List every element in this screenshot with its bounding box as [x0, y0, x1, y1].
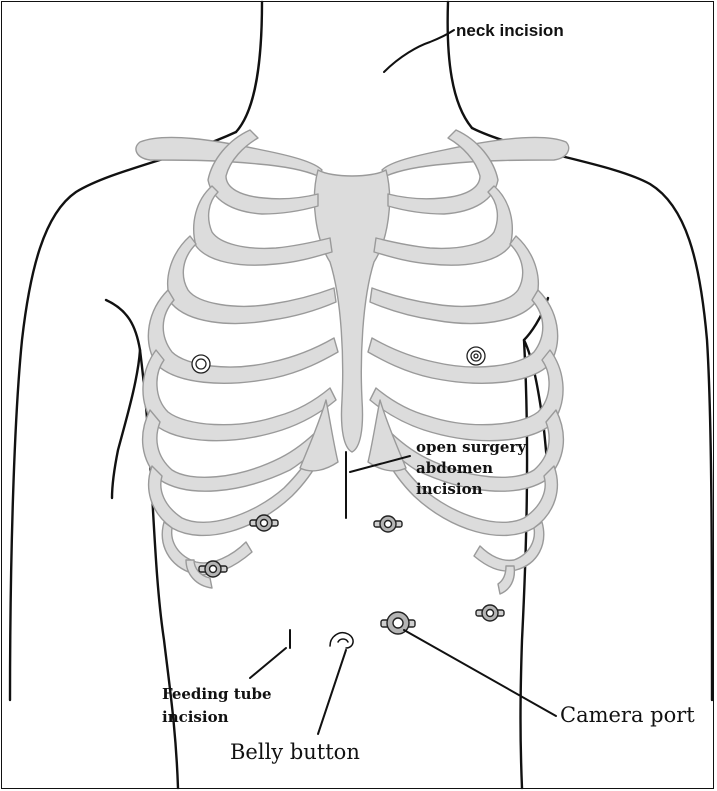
open-surgery-label-line-1: open surgery [416, 437, 526, 458]
belly-button-leader [318, 650, 346, 734]
neck-incision-leader [384, 30, 454, 72]
belly-button-label: Belly button [230, 740, 360, 764]
belly-button-icon [330, 633, 353, 648]
port-upper-right-icon [374, 516, 402, 532]
feeding-tube-label-line-1: Feeding tube [162, 683, 272, 706]
neck-incision-label: neck incision [456, 21, 564, 41]
camera-port-leader [404, 630, 556, 716]
left-chest-port-icon [192, 355, 210, 373]
right-chest-port-icon [467, 347, 485, 365]
laparoscopic-ports [199, 515, 504, 634]
open-surgery-label: open surgery abdomen incision [416, 437, 526, 500]
feeding-tube-label-line-2: incision [162, 706, 272, 729]
camera-port-icon [381, 612, 415, 634]
feeding-tube-label: Feeding tube incision [162, 683, 272, 729]
open-surgery-label-line-2: abdomen [416, 458, 526, 479]
left-side-line [106, 300, 140, 498]
neck-left-line [236, 2, 262, 132]
open-surgery-label-line-3: incision [416, 479, 526, 500]
camera-port-label: Camera port [560, 703, 695, 727]
feeding-tube-leader [250, 648, 286, 678]
port-lower-right-icon [476, 605, 504, 621]
